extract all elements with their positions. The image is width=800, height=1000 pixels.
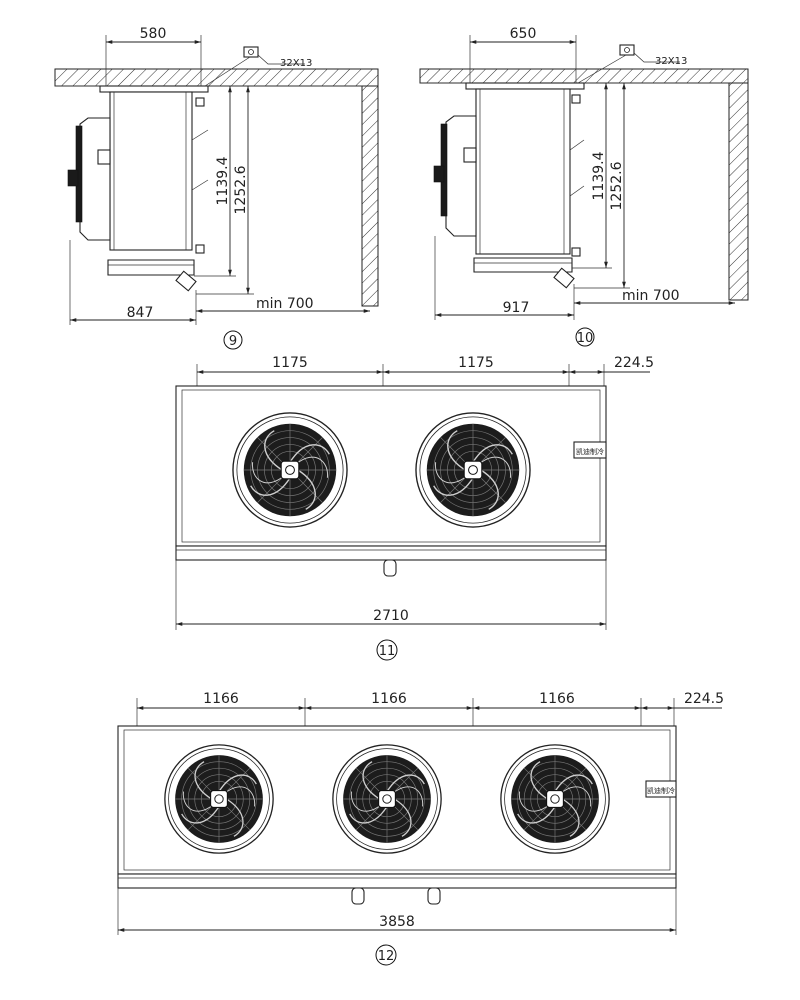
drain-outlet xyxy=(553,267,575,289)
fan xyxy=(232,412,348,528)
end-offset: 224.5 xyxy=(684,691,724,707)
motor-hub xyxy=(67,169,79,187)
drain-pipe xyxy=(383,559,397,577)
width-dimension: 580 xyxy=(140,26,167,42)
fan-guard xyxy=(79,117,111,241)
motor-hub xyxy=(433,165,445,183)
figure-number-circle xyxy=(375,944,397,966)
drain-pipe xyxy=(427,887,441,905)
fan-spacing-3: 1166 xyxy=(539,691,575,707)
junction-box xyxy=(463,147,477,163)
mounting-plate xyxy=(465,82,585,90)
figure-number: 9 xyxy=(229,334,237,349)
depth-dimension: 917 xyxy=(503,300,530,316)
drain-pipe xyxy=(351,887,365,905)
figure-number: 11 xyxy=(379,644,396,659)
brand-badge xyxy=(645,780,677,798)
side-view-10: 32X13 650 1139.4 1252.6 min 700 917 10 xyxy=(419,26,749,347)
width-dimension: 650 xyxy=(510,26,537,42)
wall-hatch xyxy=(728,82,749,301)
bracket-detail xyxy=(243,46,259,58)
front-view-12: 1166 1166 1166 224.5 凯迪制冷 3858 12 xyxy=(117,691,724,966)
bracket-size-label: 32X13 xyxy=(280,58,312,69)
depth-dimension: 847 xyxy=(127,305,154,321)
brand-badge xyxy=(573,441,607,459)
bracket-detail xyxy=(619,44,635,56)
fan xyxy=(164,744,274,854)
brand-badge-label: 凯迪制冷 xyxy=(576,447,604,456)
clearance-dimension: min 700 xyxy=(622,288,680,304)
fan-guard xyxy=(445,115,477,237)
brand-badge-label: 凯迪制冷 xyxy=(647,786,675,795)
height-dimension-2: 1252.6 xyxy=(609,161,625,210)
drip-tray xyxy=(473,257,573,273)
ceiling-hatch xyxy=(54,68,379,87)
fan xyxy=(332,744,442,854)
figure-number: 10 xyxy=(577,331,594,346)
fan xyxy=(415,412,531,528)
drip-tray xyxy=(117,873,677,889)
figure-number: 12 xyxy=(378,949,395,964)
overall-length: 3858 xyxy=(379,914,415,930)
side-view-9: 32X13 580 1139.4 1252.6 min 700 847 9 xyxy=(54,26,379,350)
ceiling-hatch xyxy=(419,68,749,84)
junction-box xyxy=(97,149,111,165)
overall-length: 2710 xyxy=(373,608,409,624)
fan-spacing-2: 1175 xyxy=(458,355,494,371)
unit-housing xyxy=(475,88,571,255)
clearance-dimension: min 700 xyxy=(256,296,314,312)
fan-spacing-1: 1166 xyxy=(203,691,239,707)
fan-spacing-2: 1166 xyxy=(371,691,407,707)
height-dimension-1: 1139.4 xyxy=(591,151,607,200)
mounting-plate xyxy=(99,85,209,93)
fan-spacing-1: 1175 xyxy=(272,355,308,371)
figure-number-circle xyxy=(223,330,243,350)
drain-outlet xyxy=(175,270,197,292)
bracket-size-label: 32X13 xyxy=(655,56,687,67)
front-view-11: 1175 1175 224.5 凯迪制冷 2710 11 xyxy=(175,355,654,661)
figure-number-circle xyxy=(376,639,398,661)
height-dimension-1: 1139.4 xyxy=(215,156,231,205)
wall-hatch xyxy=(361,85,379,307)
unit-housing xyxy=(109,91,193,251)
fan xyxy=(500,744,610,854)
height-dimension-2: 1252.6 xyxy=(233,165,249,214)
figure-number-circle xyxy=(575,327,595,347)
end-offset: 224.5 xyxy=(614,355,654,371)
drip-tray xyxy=(175,545,607,561)
drip-tray xyxy=(107,259,195,276)
